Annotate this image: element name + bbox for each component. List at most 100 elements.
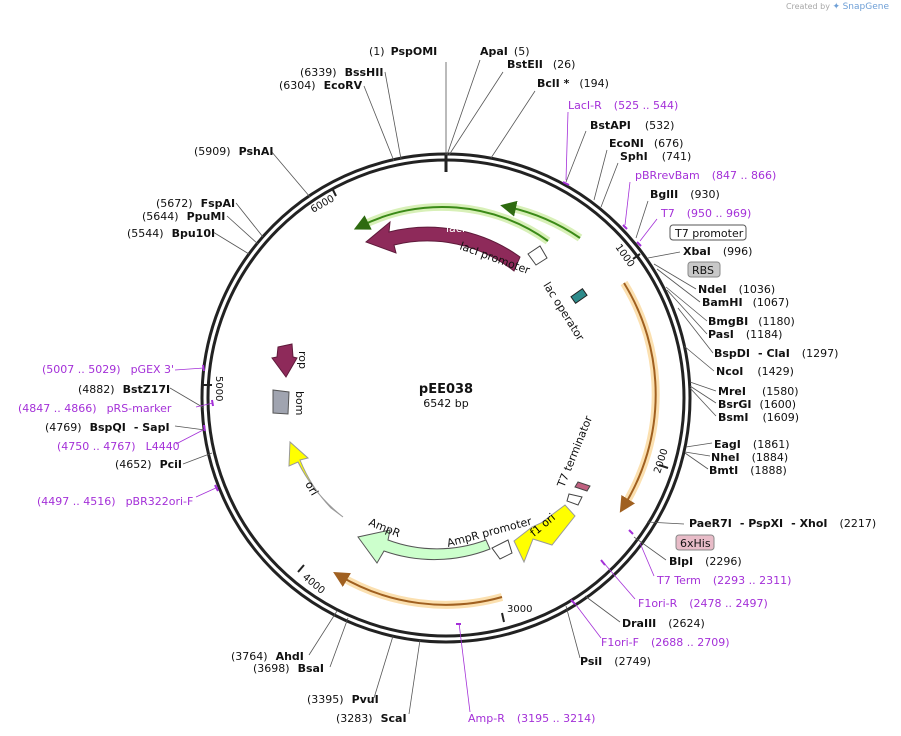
primer-leader-t7-term: [639, 542, 655, 577]
orf-arc-expression-glow: [620, 280, 660, 509]
enzyme-label-ppumi[interactable]: (5644)PpuMI: [142, 210, 225, 223]
enzyme-label-pasi[interactable]: PasI(1184): [708, 328, 782, 341]
enzyme-label-econi[interactable]: EcoNI(676): [609, 137, 683, 150]
primer-label-f1ori-r[interactable]: F1ori-R(2478 .. 2497): [638, 597, 768, 610]
enzyme-label-xbai[interactable]: XbaI(996): [683, 245, 752, 258]
leader-apai: [446, 59, 481, 156]
tick-mark-6000: [331, 187, 337, 197]
enzyme-label-bmgbi[interactable]: BmgBI(1180): [708, 315, 795, 328]
primer-leader-pbr322ori-f: [195, 486, 219, 498]
primer-mark-l4440: [203, 424, 206, 432]
feature-label-t7-terminator: T7 terminator: [554, 414, 595, 490]
enzyme-label-ahdi[interactable]: (3764)AhdI: [231, 650, 304, 663]
primer-label-l4440[interactable]: (4750 .. 4767)L4440: [57, 440, 180, 453]
enzyme-label-ncoi[interactable]: NcoI(1429): [716, 365, 794, 378]
primer-label-laci-r[interactable]: LacI-R(525 .. 544): [568, 99, 678, 112]
leader-bstz17i: [169, 387, 205, 409]
enzyme-label-ecorv[interactable]: (6304)EcoRV: [279, 79, 363, 92]
leader-pshai: [270, 150, 311, 198]
enzyme-label-bsteii[interactable]: BstEII(26): [507, 58, 575, 71]
primer-label-amp-r[interactable]: Amp-R(3195 .. 3214): [468, 712, 595, 725]
enzyme-label-psii[interactable]: PsiI(2749): [580, 655, 651, 668]
feature-bom[interactable]: [272, 389, 290, 415]
enzyme-label-bamhi[interactable]: BamHI(1067): [702, 296, 789, 309]
feature-laci-promoter[interactable]: [527, 245, 548, 266]
tick-mark-4000: [297, 564, 305, 573]
enzyme-label-pspomi[interactable]: (1)PspOMI: [369, 45, 437, 58]
primer-leader-pbrrevbam: [624, 181, 631, 226]
primer-leader-amp-r: [458, 622, 471, 713]
enzyme-label-eagi[interactable]: EagI(1861): [714, 438, 789, 451]
primer-markers: [202, 181, 642, 625]
feature-6xhis[interactable]: [675, 534, 715, 551]
feature-f1-ori[interactable]: [513, 504, 576, 564]
primer-label-pbr322ori-f[interactable]: (4497 .. 4516)pBR322ori-F: [37, 495, 193, 508]
leader-bglii: [635, 200, 649, 239]
primer-mark-t7-term: [628, 529, 634, 535]
primer-label-t7[interactable]: T7(950 .. 969): [660, 207, 751, 220]
leader-bsmi: [689, 387, 717, 417]
enzyme-label-sphi[interactable]: SphI(741): [620, 150, 691, 163]
feature-lac-operator[interactable]: [570, 288, 588, 304]
enzyme-label-bpu10i[interactable]: (5544)Bpu10I: [127, 227, 215, 240]
primer-mark-laci-r: [562, 181, 570, 186]
leader-fspai: [235, 202, 264, 238]
enzyme-label-bsshii[interactable]: (6339)BssHII: [300, 66, 383, 79]
enzyme-label-mrei[interactable]: MreI(1580): [718, 385, 799, 398]
enzyme-label-fspai[interactable]: (5672)FspAI: [156, 197, 235, 210]
enzyme-label-bstapi[interactable]: BstAPI(532): [590, 119, 674, 132]
orf-arc-ampr-glow: [337, 572, 504, 609]
snapgene-credit: Created by ✦ SnapGene: [786, 2, 889, 12]
leader-scai: [408, 639, 421, 715]
primer-label-f1ori-f[interactable]: F1ori-F(2688 .. 2709): [601, 636, 730, 649]
feature-t7-terminator[interactable]: [574, 481, 591, 492]
enzyme-label-bspqi-sapi[interactable]: (4769)BspQI- SapI: [45, 421, 170, 434]
feature-ampr-promoter[interactable]: [491, 539, 513, 560]
primer-leader-prs-marker: [195, 402, 214, 408]
leader-ecorv: [363, 85, 395, 162]
enzyme-label-pvui[interactable]: (3395)PvuI: [307, 693, 379, 706]
enzyme-label-scai[interactable]: (3283)ScaI: [336, 712, 407, 725]
feature-ampr[interactable]: [357, 529, 491, 564]
primer-label-pgex3[interactable]: (5007 .. 5029)pGEX 3': [42, 363, 174, 376]
feature-rbs[interactable]: [687, 261, 721, 278]
enzyme-label-bsrgi[interactable]: BsrGI(1600): [718, 398, 796, 411]
enzyme-label-bspdi-clai[interactable]: BspDI- ClaI(1297): [714, 347, 838, 360]
enzyme-label-nhei[interactable]: NheI(1884): [711, 451, 788, 464]
enzyme-label-draiii[interactable]: DraIII(2624): [622, 617, 705, 630]
leader-bstapi: [565, 130, 587, 183]
enzyme-label-bstz17i[interactable]: (4882)BstZ17I: [78, 383, 170, 396]
enzyme-label-bsmi[interactable]: BsmI(1609): [718, 411, 799, 424]
enzyme-label-apai[interactable]: ApaI(5): [480, 45, 530, 58]
enzyme-label-blpi[interactable]: BlpI(2296): [669, 555, 742, 568]
enzyme-label-bsai[interactable]: (3698)BsaI: [253, 662, 324, 675]
primer-leader-pgex3: [174, 367, 205, 371]
tick-label-5000: 5000: [213, 376, 224, 401]
feature-ori[interactable]: [288, 440, 344, 518]
enzyme-label-bcli[interactable]: BclI *(194): [537, 77, 609, 90]
leader-ppumi: [226, 215, 259, 245]
enzyme-label-bglii[interactable]: BglII(930): [650, 188, 720, 201]
primer-leader-l4440: [175, 428, 206, 445]
primer-leader-t7: [639, 218, 658, 242]
leader-bmgbi: [665, 286, 708, 322]
feature-laci[interactable]: [365, 220, 521, 272]
leader-sphi: [600, 162, 619, 208]
enzyme-label-bmti[interactable]: BmtI(1888): [709, 464, 787, 477]
leader-eagi: [685, 442, 713, 448]
leader-paer7i: [646, 521, 685, 525]
primer-label-prs-marker[interactable]: (4847 .. 4866)pRS-marker: [18, 402, 172, 415]
feature-label-t7-promoter: T7 promoter: [674, 227, 744, 240]
enzyme-label-paer7i-pspxi-xhoi[interactable]: PaeR7I- PspXI- XhoI(2217): [689, 517, 876, 530]
orf-arc-laci-outer: [500, 200, 581, 239]
feature-label-ori: ori: [302, 479, 320, 498]
enzyme-label-pshai[interactable]: (5909)PshAI: [194, 145, 273, 158]
feature-rop[interactable]: [271, 343, 298, 378]
enzyme-label-ndei[interactable]: NdeI(1036): [698, 283, 775, 296]
enzyme-label-pcii[interactable]: (4652)PciI: [115, 458, 182, 471]
primer-label-pbrrevbam[interactable]: pBRrevBam(847 .. 866): [635, 169, 776, 182]
feature-t7-promoter[interactable]: [669, 224, 747, 241]
primer-label-t7-term[interactable]: T7 Term(2293 .. 2311): [656, 574, 791, 587]
primer-mark-pbr322ori-f: [214, 484, 219, 492]
